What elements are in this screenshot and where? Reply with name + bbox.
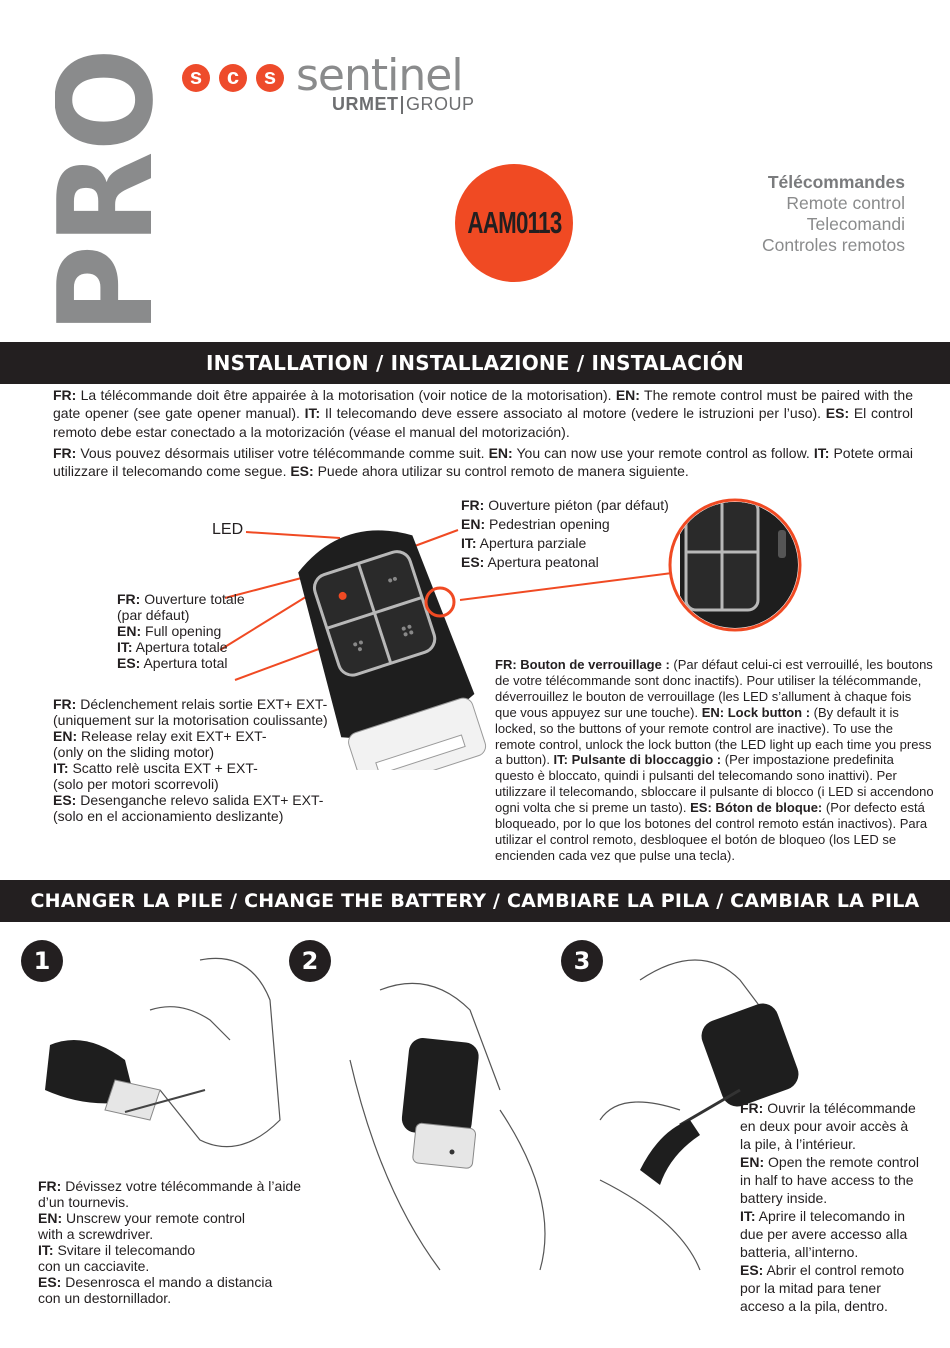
svg-text:PRO: PRO (55, 48, 155, 334)
pro-vertical-logo: PRO (30, 48, 182, 334)
title-es: Controles remotos (762, 235, 905, 255)
step-1-caption: FR: Dévissez votre télécommande à l’aide… (38, 1178, 301, 1306)
logo-letter-s: s (182, 64, 210, 92)
pedestrian-opening-label: FR: Ouverture piéton (par défaut) EN: Pe… (461, 497, 669, 570)
installation-heading: INSTALLATION / INSTALLAZIONE / INSTALACI… (0, 342, 950, 384)
led-label: LED (212, 521, 244, 538)
step-3-badge: 3 (561, 940, 603, 982)
logo-separator (401, 96, 403, 114)
scs-sentinel-logo: s c s sentinel URMET GROUP (182, 50, 475, 118)
step-2-badge: 2 (289, 940, 331, 982)
logo-group: GROUP (406, 94, 475, 114)
logo-letter-s2: s (256, 64, 284, 92)
installation-paragraph-1: FR: La télécommande doit être appairée à… (53, 387, 913, 440)
battery-heading: CHANGER LA PILE / CHANGE THE BATTERY / C… (0, 880, 950, 922)
product-code-badge: AAM0113 (455, 164, 573, 282)
logo-wordmark: sentinel (296, 50, 464, 101)
remote-diagram (219, 498, 802, 770)
battery-steps-illustration (45, 957, 799, 1271)
relay-label: FR: Déclenchement relais sortie EXT+ EXT… (53, 696, 328, 824)
step-3-caption: FR: Ouvrir la télécommande en deux pour … (740, 1100, 919, 1314)
lock-button-description: FR: Bouton de verrouillage : (Par défaut… (495, 657, 934, 863)
step-2-illustration (349, 982, 546, 1271)
step-1-illustration (45, 957, 281, 1148)
logo-letter-c: c (219, 64, 247, 92)
full-opening-label: FR: Ouverture totale (par défaut) EN: Fu… (117, 591, 245, 671)
title-en: Remote control (786, 193, 905, 213)
installation-paragraph-2: FR: Vous pouvez désormais utiliser votre… (53, 445, 913, 480)
title-fr: Télécommandes (767, 172, 905, 192)
product-code: AAM0113 (466, 205, 562, 240)
logo-urmet: URMET (332, 94, 399, 114)
product-titles: Télécommandes Remote control Telecomandi… (762, 172, 905, 256)
step-1-badge: 1 (21, 940, 63, 982)
step-3-illustration (599, 959, 799, 1271)
title-it: Telecomandi (806, 214, 905, 234)
